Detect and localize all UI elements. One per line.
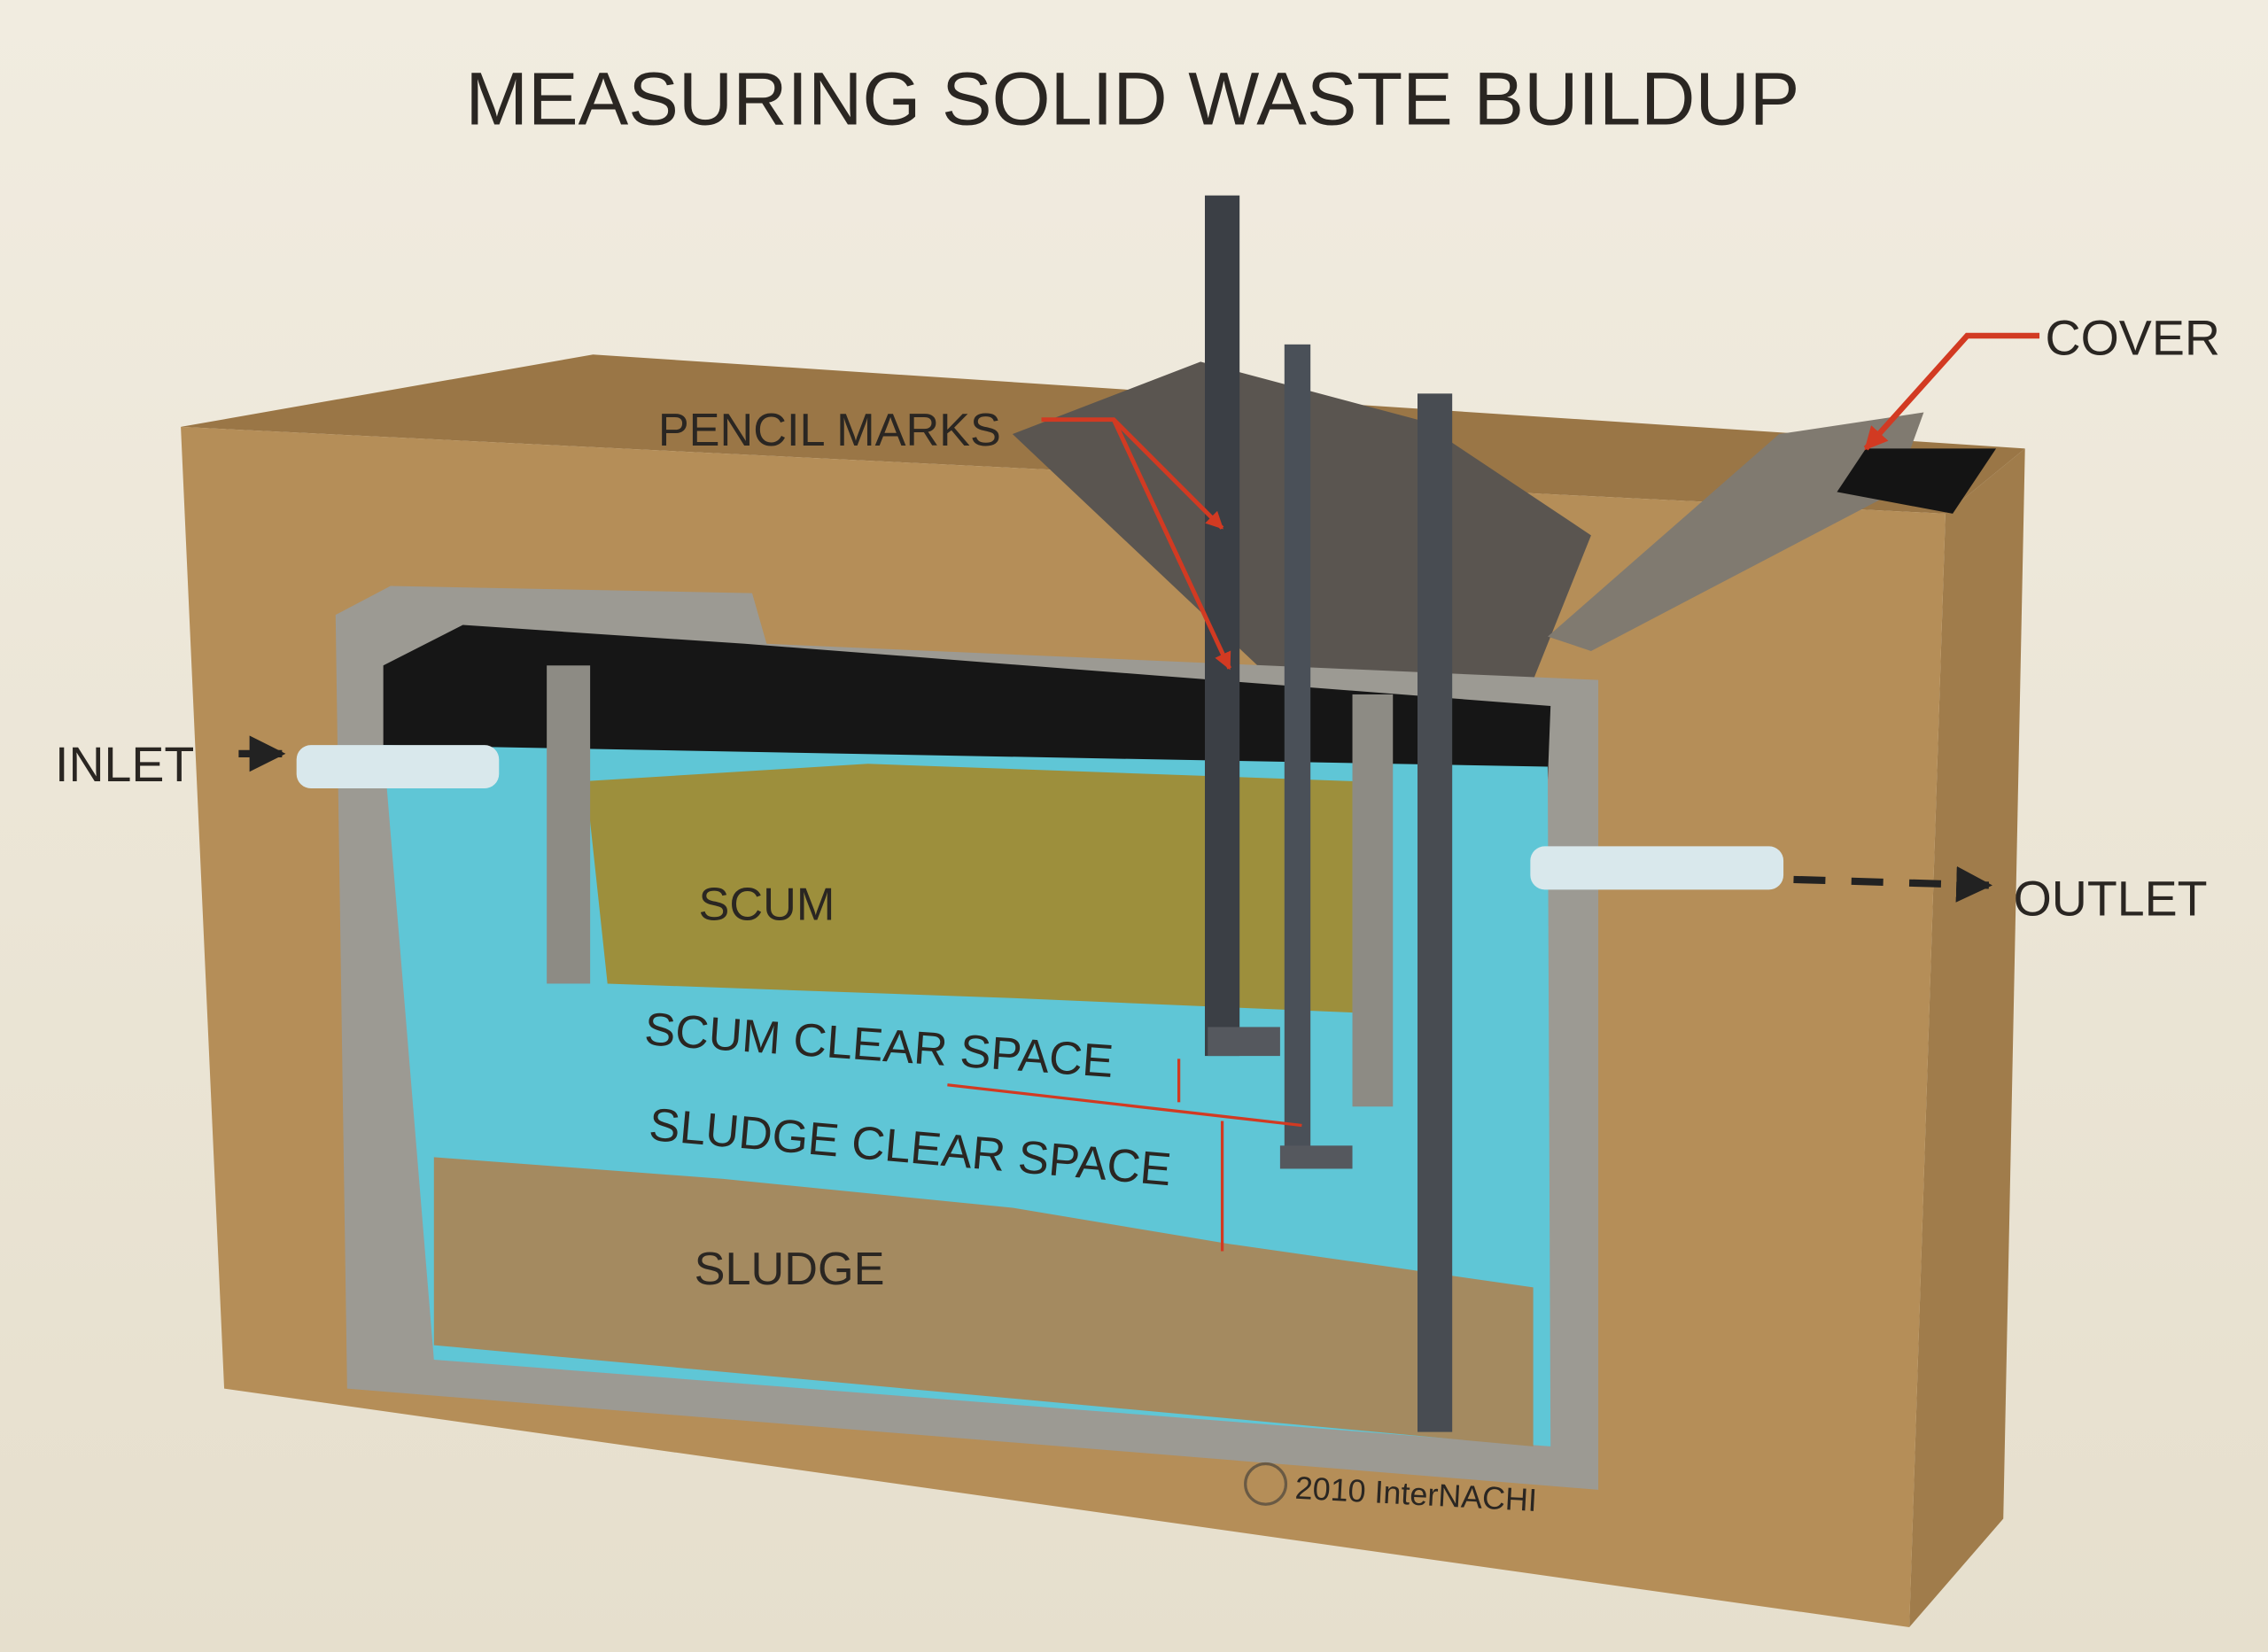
copyright-icon xyxy=(1244,1462,1288,1506)
scum-layer xyxy=(586,764,1353,1013)
inlet-pipe xyxy=(296,745,500,789)
tank-void xyxy=(383,624,1551,781)
cover-pointer xyxy=(1863,332,2040,451)
inlet-baffle xyxy=(547,665,591,984)
sludge-label: SLUDGE xyxy=(695,1244,885,1295)
scum-label: SCUM xyxy=(699,880,835,931)
sludge-layer xyxy=(433,1157,1534,1446)
sludge-stick-foot xyxy=(1279,1145,1353,1169)
cover-access xyxy=(1547,412,1924,651)
inlet-label: INLET xyxy=(55,737,194,792)
cover-hole xyxy=(1837,448,1997,514)
scum-stick-foot xyxy=(1208,1027,1280,1057)
soil-right-face xyxy=(1909,448,2025,1627)
pencil-marks-label: PENCIL MARKS xyxy=(658,405,1001,456)
outlet-pipe xyxy=(1530,846,1784,890)
outlet-label: OUTLET xyxy=(2014,872,2208,927)
scum-clear-space-line xyxy=(947,1083,1302,1128)
cover-label: COVER xyxy=(2046,310,2220,365)
pencil-marks-pointer-2 xyxy=(1111,418,1231,671)
outlet-baffle xyxy=(1352,694,1394,1107)
vent-pipe xyxy=(1418,393,1453,1432)
sludge-measuring-stick xyxy=(1284,344,1311,1162)
diagram-title: MEASURING SOLID WASTE BUILDUP xyxy=(465,57,1799,141)
